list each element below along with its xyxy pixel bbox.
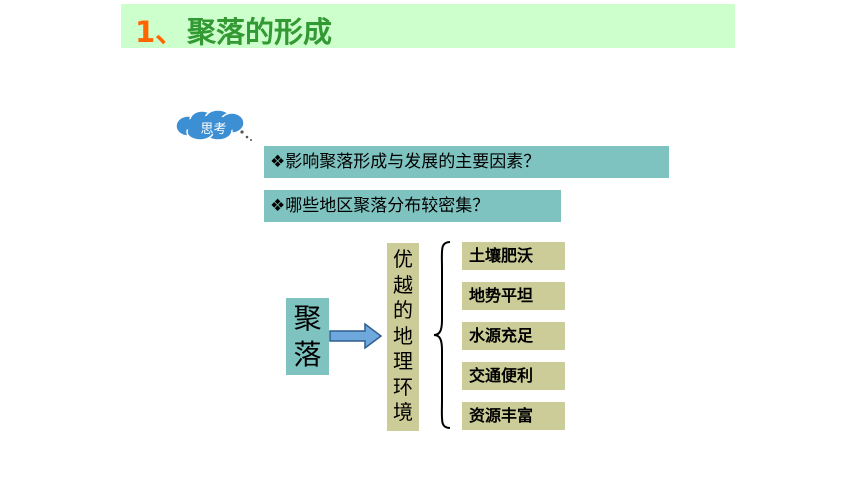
- environment-char: 优: [393, 247, 413, 271]
- question-dense-areas: ❖哪些地区聚落分布较密集？: [264, 190, 561, 222]
- environment-char: 的: [393, 298, 413, 322]
- curly-brace-icon: [433, 241, 451, 429]
- environment-char: 越: [393, 272, 413, 297]
- factor-water: 水源充足: [462, 322, 565, 350]
- right-arrow-icon: [329, 322, 383, 350]
- question-factors: ❖影响聚落形成与发展的主要因素？: [264, 146, 669, 178]
- settlement-box: 聚 落: [286, 298, 329, 375]
- thought-cloud-icon: [175, 110, 252, 141]
- environment-box: 优 越 的 地 理 环 境: [387, 243, 419, 431]
- environment-char: 理: [393, 349, 413, 373]
- settlement-char: 聚: [293, 302, 322, 335]
- factor-resources: 资源丰富: [462, 402, 565, 430]
- environment-char: 环: [393, 374, 413, 399]
- factor-transport: 交通便利: [462, 362, 565, 390]
- factor-soil: 土壤肥沃: [462, 242, 565, 270]
- think-label: 思考: [200, 122, 227, 137]
- title-number: 1、: [135, 15, 185, 49]
- title-bar: 1、 聚落的形成: [121, 4, 735, 49]
- page-title: 聚落的形成: [187, 15, 333, 49]
- settlement-char: 落: [293, 338, 322, 371]
- factor-terrain: 地势平坦: [462, 282, 565, 310]
- environment-char: 境: [393, 400, 413, 424]
- environment-char: 地: [393, 323, 413, 348]
